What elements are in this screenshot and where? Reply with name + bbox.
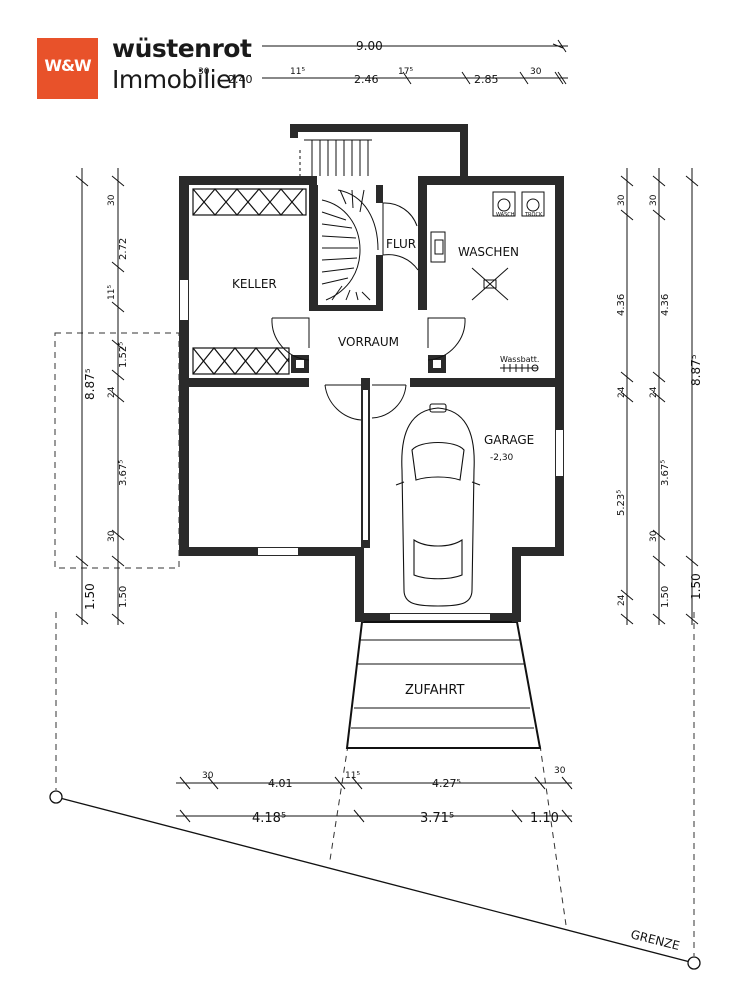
- garage-level-label: -2,30: [490, 453, 514, 463]
- left-inner-115: 11⁵: [107, 285, 117, 300]
- laundry-fixtures: [430, 191, 545, 372]
- right-mid-436: 4.36: [660, 294, 671, 316]
- left-inner-30b: 30: [107, 530, 117, 542]
- garage-label: GARAGE: [484, 433, 534, 447]
- top-dim-285: 2.85: [474, 73, 499, 86]
- top-dimensions: [262, 39, 568, 85]
- bottom-dim-30b: 30: [554, 766, 566, 776]
- right-inner-436: 4.36: [616, 294, 627, 316]
- brand-name: wüstenrot: [112, 34, 252, 63]
- left-inner-1525: 1.52⁵: [118, 342, 129, 368]
- left-inner-272: 2.72: [118, 238, 129, 260]
- top-dim-246: 2.46: [354, 73, 379, 86]
- left-inner-30a: 30: [107, 194, 117, 206]
- right-inner-5235: 5.23⁵: [616, 490, 627, 516]
- exterior-stair: [290, 124, 468, 176]
- bottom-dim-3715: 3.71⁵: [420, 811, 454, 826]
- trock-label: TRÖCK: [524, 211, 543, 218]
- door-swings: [271, 202, 466, 421]
- brand-subname: Immobilien: [112, 65, 247, 94]
- right-mid-24: 24: [649, 386, 659, 398]
- left-inner-24: 24: [107, 386, 117, 398]
- top-dim-240: 2.40: [228, 73, 253, 86]
- exterior-walls: [179, 176, 564, 622]
- flur-label: FLUR: [386, 237, 416, 251]
- right-inner-24b: 24: [617, 594, 627, 606]
- interior-walls: [189, 185, 564, 548]
- right-mid-150: 1.50: [660, 586, 671, 608]
- right-dimension-lines: [620, 168, 699, 625]
- bottom-dimension-lines: [176, 776, 573, 823]
- bottom-dim-4275: 4.27⁵: [432, 777, 461, 790]
- annex-outline: [54, 332, 180, 569]
- top-total-dim: 9.00: [356, 39, 383, 53]
- top-dim-30a: 30: [198, 67, 210, 77]
- top-dim-115: 11⁵: [290, 67, 305, 77]
- logo-mark: W&W: [44, 56, 91, 75]
- driveway: ZUFAHRT: [345, 621, 542, 749]
- left-dimension-lines: [75, 168, 125, 625]
- grenze-label: GRENZE: [629, 927, 681, 953]
- left-inner-150: 1.50: [118, 586, 129, 608]
- bottom-dim-115: 11⁵: [345, 771, 360, 781]
- wassbatt-label: Wassbatt.: [500, 355, 539, 364]
- top-dim-30b: 30: [530, 67, 542, 77]
- bottom-dim-30a: 30: [202, 771, 214, 781]
- bottom-dim-110: 1.10: [530, 811, 559, 826]
- right-mid-30b: 30: [649, 530, 659, 542]
- interior-stair: [321, 189, 379, 301]
- bottom-dim-401: 4.01: [268, 777, 293, 790]
- wuestenrot-logo: W&W: [37, 38, 98, 99]
- keller-shelves: [192, 188, 307, 375]
- bottom-dim-4185: 4.18⁵: [252, 811, 286, 826]
- garage-car: [395, 403, 481, 607]
- zufahrt-label: ZUFAHRT: [405, 683, 464, 698]
- right-outer-total: 8.87⁵: [689, 354, 703, 386]
- right-inner-30: 30: [617, 194, 627, 206]
- left-outer-total: 8.87⁵: [83, 368, 97, 400]
- right-mid-3675: 3.67⁵: [660, 460, 671, 486]
- left-inner-3675: 3.67⁵: [118, 460, 129, 486]
- right-inner-24a: 24: [617, 386, 627, 398]
- left-outer-150: 1.50: [83, 583, 97, 610]
- vorraum-label: VORRAUM: [338, 335, 399, 349]
- top-dim-175: 17⁵: [398, 67, 413, 77]
- keller-label: KELLER: [232, 277, 277, 291]
- waschen-label: WASCHEN: [458, 245, 519, 259]
- right-outer-150: 1.50: [689, 573, 703, 600]
- wasch-label: WASCH: [496, 212, 515, 218]
- right-mid-30: 30: [649, 194, 659, 206]
